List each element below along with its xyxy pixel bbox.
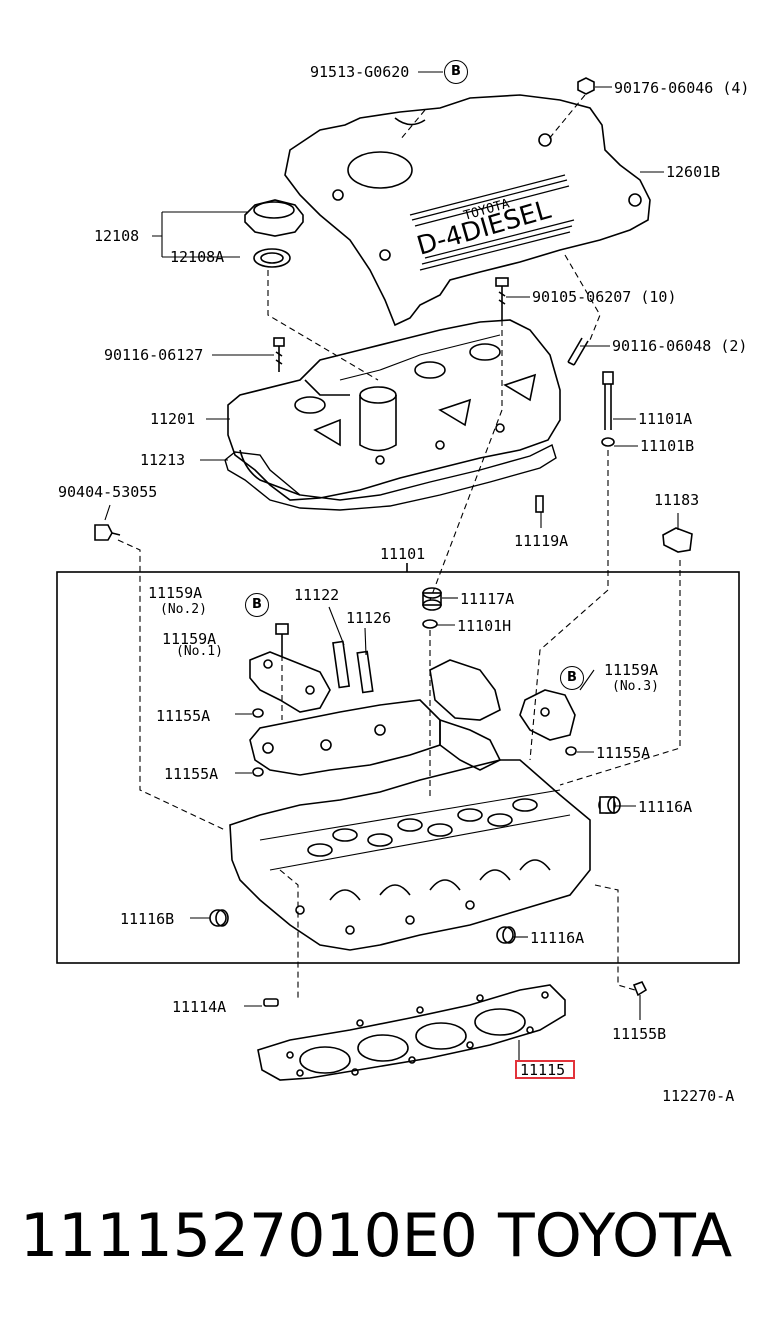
callout-b-left: B [245, 593, 269, 617]
label-12601b: 12601B [666, 163, 721, 181]
label-11213: 11213 [140, 451, 186, 469]
bolt-90105 [495, 277, 509, 320]
label-11116a-2: 11116A [530, 929, 585, 947]
cover-gasket [224, 444, 557, 511]
label-90176-06046: 90176-06046 (4) [614, 79, 750, 97]
bolt-11101A [602, 371, 614, 430]
label-11126: 11126 [346, 609, 392, 627]
label-11119a: 11119A [514, 532, 569, 550]
bearing-cap-no2 [249, 651, 331, 713]
leader-lines [104, 71, 679, 1062]
pin-11114A [263, 998, 279, 1007]
label-no1: (No.1) [176, 644, 223, 659]
label-11116b: 11116B [120, 910, 175, 928]
label-11117a: 11117A [460, 590, 515, 608]
label-no3: (No.3) [612, 679, 659, 694]
label-11116a-1: 11116A [638, 798, 693, 816]
cylinder-head-assembly-frame [56, 571, 740, 964]
nut-90176 [577, 77, 595, 95]
pin-11119A [535, 495, 544, 513]
label-11122: 11122 [294, 586, 340, 604]
label-11114a: 11114A [172, 998, 227, 1016]
label-11115-highlighted: 11115 [520, 1061, 566, 1079]
label-11155b: 11155B [612, 1025, 667, 1043]
diagram-reference-code: 112270-A [662, 1087, 735, 1105]
label-11101: 11101 [380, 545, 426, 563]
callout-b-right: B [560, 666, 584, 690]
plug-11117A [422, 587, 442, 629]
small-seals [252, 708, 577, 777]
label-11159a-no2: 11159A [148, 584, 203, 602]
label-90404-53055: 90404-53055 [58, 483, 158, 501]
label-11155a-1: 11155A [156, 707, 211, 725]
callout-b-top: B [444, 60, 468, 84]
label-11183: 11183 [654, 491, 700, 509]
bolt-90404 [94, 524, 121, 541]
label-11159a-no1: 11159A [162, 630, 217, 648]
bearing-cap-no3 [519, 689, 576, 741]
washer-11101B [601, 437, 615, 447]
oil-filler-cap [244, 199, 304, 268]
highlight-box [515, 1060, 575, 1079]
label-90116-06048: 90116-06048 (2) [612, 337, 748, 355]
label-no2: (No.2) [160, 602, 207, 617]
label-12108a: 12108A [170, 248, 225, 266]
bolt-11159A [275, 623, 289, 656]
pin-11155B [632, 980, 648, 997]
label-11101b: 11101B [640, 437, 695, 455]
cylinder-head [229, 759, 591, 951]
label-90105-06207: 90105-06207 (10) [532, 288, 677, 306]
bearing-cap-upper-right [429, 659, 502, 771]
footer-part-number: 1111527010E0 [20, 1201, 478, 1271]
label-11101a: 11101A [638, 410, 693, 428]
label-12108: 12108 [94, 227, 140, 245]
label-11155a-2: 11155A [164, 765, 219, 783]
label-11201: 11201 [150, 410, 196, 428]
sensor-11183 [662, 527, 693, 553]
label-11159a-no3: 11159A [604, 661, 659, 679]
bearing-cap-no1 [249, 699, 441, 776]
dashed-guide-lines [117, 94, 681, 1000]
dowel-pins [332, 640, 374, 694]
plug-11116B [209, 909, 229, 927]
label-91513-g0620: 91513-G0620 [310, 63, 410, 81]
label-11155a-3: 11155A [596, 744, 651, 762]
plug-11116A [598, 796, 621, 814]
bolt-90116-06127 [273, 337, 285, 372]
exploded-parts-diagram: TOYOTA D-4DIESEL [56, 71, 740, 1081]
plug-11116A-lower [496, 926, 516, 944]
stud-90116-06048 [567, 337, 589, 366]
cylinder-head-cover [227, 319, 561, 501]
label-90116-06127: 90116-06127 [104, 346, 204, 364]
footer-brand: TOYOTA [498, 1201, 733, 1271]
label-11101h: 11101H [457, 617, 512, 635]
head-gasket [257, 984, 566, 1081]
